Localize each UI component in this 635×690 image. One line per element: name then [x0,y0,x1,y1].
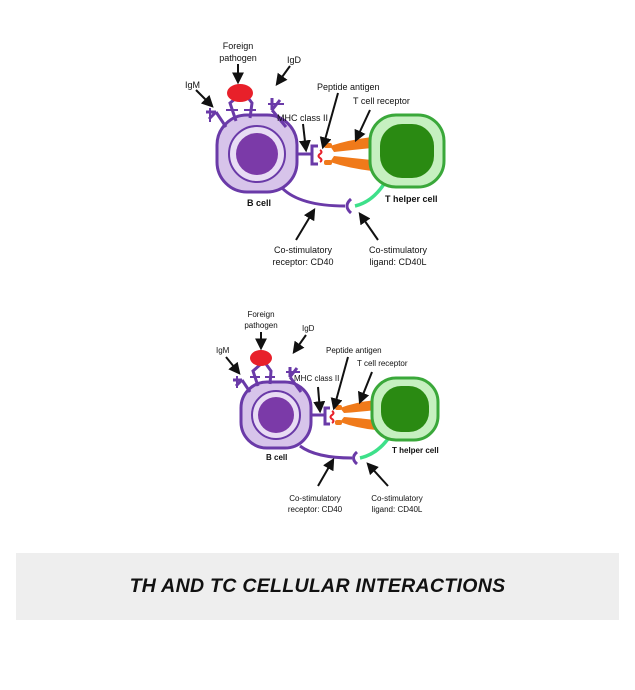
svg-text:pathogen: pathogen [219,53,257,63]
label-costim-receptor-2: receptor: CD40 [272,257,333,267]
arrow-peptide [330,356,349,411]
arrow-cd40 [295,207,316,241]
igm-antibody [206,108,228,128]
label-t-cell-receptor: T cell receptor [353,96,410,106]
arrow-mhc [298,123,311,153]
label-pathogen: pathogen [244,321,277,330]
label-b-cell: B cell [266,453,287,462]
svg-text:ligand: CD40L: ligand: CD40L [372,505,423,514]
svg-text:Foreign: Foreign [223,41,254,51]
t-cell-receptor [335,400,376,430]
diagram-bottom: Foreign pathogen IgD IgM Peptide antigen… [216,310,440,514]
arrow-igm [195,89,214,108]
t-cell-receptor [324,137,372,171]
arrow-tcr [354,109,371,143]
arrow-igd [275,65,291,86]
label-t-helper-cell: T helper cell [385,194,438,204]
label-costim-ligand-1: Co-stimulatory [371,494,423,503]
label-mhc-class-ii: MHC class II [294,374,339,383]
label-igd: IgD [287,55,302,65]
igm-antibody [233,376,252,393]
cd40l-ligand [354,183,386,208]
label-pathogen: pathogen [219,53,257,63]
label-igm: IgM [185,80,200,90]
svg-text:Foreign: Foreign [247,310,274,319]
label-costim-ligand-2: ligand: CD40L [369,257,426,267]
arrow-peptide [319,92,339,150]
mhc-class-ii [310,144,318,166]
t-helper-cell [370,376,440,442]
diagram-top: Foreign pathogen IgD IgM Peptide antigen… [185,41,446,267]
diagram-canvas: Foreign pathogen IgD IgM Peptide antigen… [185,41,446,514]
arrow-igd [292,334,307,354]
arrow-igm [225,356,241,375]
svg-text:Co-stimulatory: Co-stimulatory [289,494,341,503]
label-foreign: Foreign [247,310,274,319]
peptide-antigen-squiggle [317,149,323,163]
cd40-connector [280,186,346,208]
cd40-connector [299,444,353,460]
peptide-antigen-squiggle [329,410,335,424]
svg-text:pathogen: pathogen [244,321,277,330]
svg-text:Co-stimulatory: Co-stimulatory [274,245,333,255]
cd40-receptor [345,197,353,215]
label-t-cell-receptor: T cell receptor [357,359,408,368]
label-costim-receptor-1: Co-stimulatory [289,494,341,503]
banner-title: TH AND TC CELLULAR INTERACTIONS [129,575,506,597]
mhc-class-ii [323,406,330,426]
foreign-pathogen [250,350,272,366]
label-costim-ligand-2: ligand: CD40L [372,505,423,514]
arrow-tcr [357,371,373,405]
svg-text:ligand: CD40L: ligand: CD40L [369,257,426,267]
cd40-receptor [352,450,359,466]
label-costim-receptor-1: Co-stimulatory [274,245,333,255]
foreign-pathogen [227,84,253,102]
label-mhc-class-ii: MHC class II [277,113,328,123]
label-costim-receptor-2: receptor: CD40 [288,505,343,514]
label-t-helper-cell: T helper cell [392,446,439,455]
arrow-cd40 [317,457,335,487]
label-igd: IgD [302,324,315,333]
label-peptide-antigen: Peptide antigen [326,346,382,355]
svg-text:Co-stimulatory: Co-stimulatory [369,245,428,255]
t-helper-cell [368,113,446,189]
igd-antibody [286,367,303,393]
label-b-cell: B cell [247,198,271,208]
arrow-mhc [313,386,326,414]
title-banner: TH AND TC CELLULAR INTERACTIONS [16,553,619,620]
svg-text:Co-stimulatory: Co-stimulatory [371,494,423,503]
pathogen-antibodies [250,362,275,387]
arrow-cd40l [366,462,389,487]
arrow-cd40l [358,212,379,241]
b-cell [215,113,299,194]
svg-text:receptor: CD40: receptor: CD40 [272,257,333,267]
b-cell [239,380,313,450]
label-foreign: Foreign [223,41,254,51]
label-costim-ligand-1: Co-stimulatory [369,245,428,255]
label-peptide-antigen: Peptide antigen [317,82,380,92]
igd-antibody [268,98,288,128]
label-igm: IgM [216,346,230,355]
svg-text:receptor: CD40: receptor: CD40 [288,505,343,514]
